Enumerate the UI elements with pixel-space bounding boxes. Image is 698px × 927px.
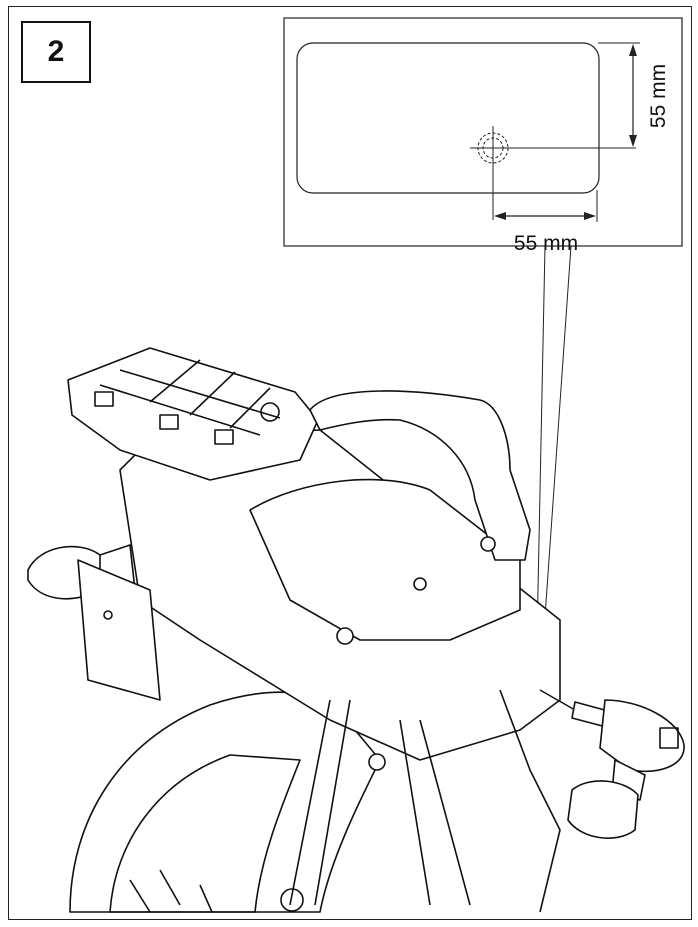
figure-frame	[8, 6, 692, 920]
drill-icon	[539, 689, 685, 839]
step-number-box: 2	[21, 21, 91, 83]
step-number: 2	[47, 35, 65, 68]
drill-hole-icon	[470, 126, 636, 220]
vertical-dimension: 55 mm	[598, 42, 670, 147]
detail-inset: 55 mm 55 mm	[283, 17, 683, 255]
mounting-plate-outline	[296, 42, 600, 194]
motorcycle-rear-icon	[27, 347, 561, 913]
horizontal-dimension: 55 mm	[494, 190, 598, 255]
horizontal-dimension-label: 55 mm	[514, 232, 578, 255]
vertical-dimension-label: 55 mm	[647, 64, 670, 128]
